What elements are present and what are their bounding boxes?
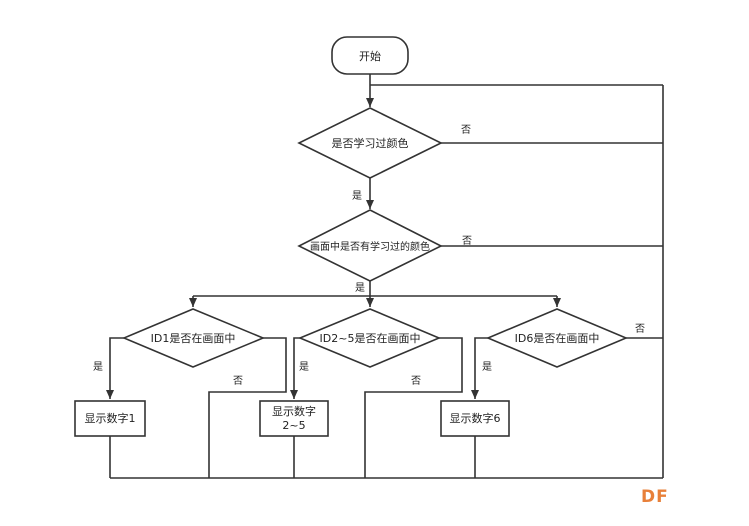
- edge-decision3-yes: [106, 337, 124, 399]
- df-logo: DF: [641, 487, 669, 507]
- edge-decision4-no: [364, 337, 463, 478]
- edge-label-decision5-no: 否: [635, 323, 645, 335]
- decision5-diamond: [485, 308, 629, 368]
- edge-label-decision3-yes: 是: [93, 361, 103, 373]
- process2-label-line2: 2~5: [282, 419, 305, 432]
- edge-decision5-yes: [471, 337, 488, 399]
- decision5-label: ID6是否在画面中: [515, 332, 600, 345]
- decision3-label: ID1是否在画面中: [151, 332, 236, 345]
- process2-label-line1: 显示数字: [272, 404, 316, 418]
- decision1-node: 是否学习过颜色: [297, 107, 443, 179]
- start-label: 开始: [359, 49, 381, 63]
- decision2-diamond: [297, 209, 443, 282]
- decision4-diamond: [297, 308, 442, 368]
- start-terminator: [331, 36, 409, 75]
- decision4-label: ID2~5是否在画面中: [320, 332, 421, 345]
- decision4-node: ID2~5是否在画面中: [297, 308, 442, 368]
- decision1-label: 是否学习过颜色: [332, 136, 409, 150]
- decision2-label: 画面中是否有学习过的颜色: [310, 240, 430, 253]
- process1-label: 显示数字1: [85, 411, 136, 425]
- edge-label-decision5-yes: 是: [482, 361, 492, 373]
- process1-node: 显示数字1: [74, 400, 146, 437]
- process2-box: [259, 400, 329, 437]
- process3-label: 显示数字6: [450, 411, 501, 425]
- edge-label-decision3-no: 否: [233, 375, 243, 387]
- edge-label-decision2-no: 否: [462, 235, 472, 247]
- process2-node: 显示数字 2~5: [259, 400, 329, 437]
- decision1-diamond: [297, 107, 443, 179]
- decision3-diamond: [121, 308, 266, 368]
- decision2-node: 画面中是否有学习过的颜色: [297, 209, 443, 282]
- edge-label-decision1-no: 否: [461, 124, 471, 136]
- decision3-node: ID1是否在画面中: [121, 308, 266, 368]
- edge-label-decision1-yes: 是: [352, 190, 362, 202]
- process3-box: [440, 400, 510, 437]
- edge-decision3-no: [208, 337, 287, 478]
- edge-label-decision4-yes: 是: [299, 361, 309, 373]
- connectors: [106, 74, 664, 479]
- process3-node: 显示数字6: [440, 400, 510, 437]
- start-node: 开始: [331, 36, 409, 75]
- process1-box: [74, 400, 146, 437]
- edge-label-decision2-yes: 是: [355, 282, 365, 294]
- decision5-node: ID6是否在画面中: [485, 308, 629, 368]
- edge-label-decision4-no: 否: [411, 375, 421, 387]
- edge-labels: 否 是 否 是 是 否 是 否 是 否: [93, 124, 645, 387]
